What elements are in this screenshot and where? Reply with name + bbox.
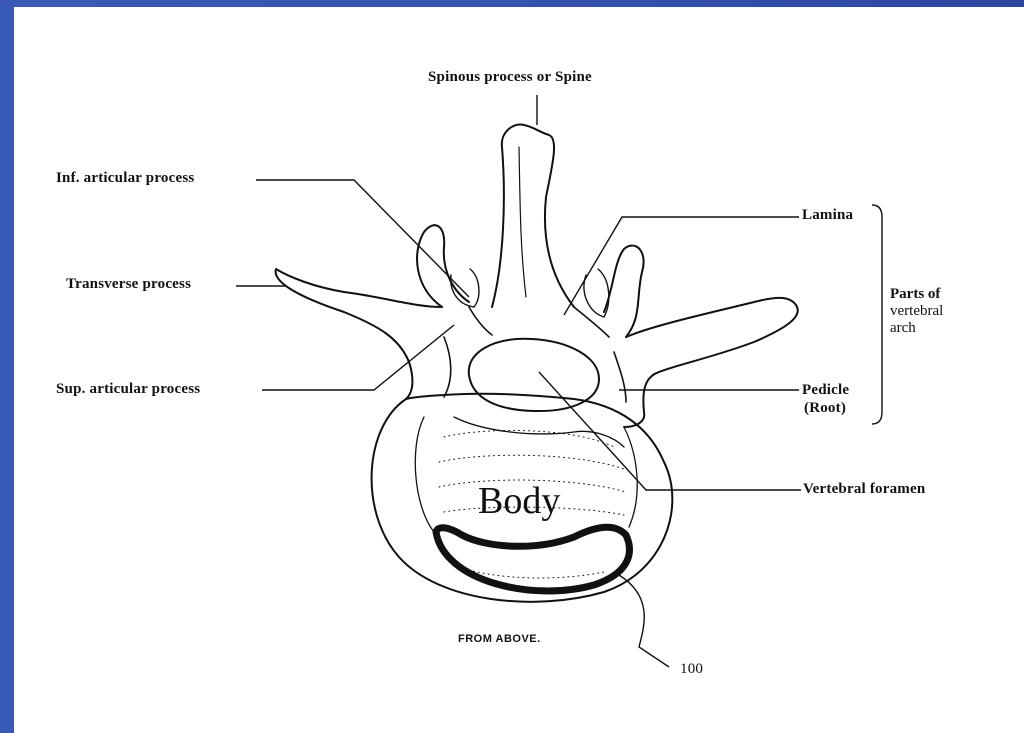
leader-inf-articular bbox=[256, 180, 469, 297]
leader-sup-articular bbox=[262, 325, 454, 390]
label-transverse-process: Transverse process bbox=[66, 276, 191, 293]
spinous-process-outline bbox=[492, 124, 574, 307]
right-transverse-outline bbox=[624, 298, 798, 427]
label-parts-of-arch-1: Parts of bbox=[890, 286, 940, 303]
label-vertebral-foramen: Vertebral foramen bbox=[803, 481, 925, 498]
right-pedicle-outline bbox=[614, 352, 626, 402]
right-inf-articular-outline bbox=[604, 246, 644, 337]
annulus-dark-band bbox=[436, 527, 629, 591]
label-lamina: Lamina bbox=[802, 207, 853, 224]
figure-panel: Spinous process or Spine Inf. articular … bbox=[14, 7, 1024, 733]
label-pedicle: Pedicle bbox=[802, 382, 849, 399]
spinous-process-ridge bbox=[519, 147, 526, 297]
left-lamina-outline bbox=[469, 307, 492, 335]
left-inf-articular-outline bbox=[417, 225, 469, 307]
label-root: (Root) bbox=[804, 400, 846, 417]
caption-from-above: FROM ABOVE. bbox=[458, 633, 541, 645]
left-pedicle-outline bbox=[444, 337, 451, 397]
label-parts-of-arch-3: arch bbox=[890, 320, 916, 337]
left-transverse-outline bbox=[276, 269, 442, 399]
vertebra-drawing bbox=[14, 7, 1024, 733]
label-spinous-process: Spinous process or Spine bbox=[428, 69, 592, 86]
label-body: Body bbox=[478, 479, 560, 523]
label-parts-of-arch-2: vertebral bbox=[890, 303, 943, 320]
figure-number: 100 bbox=[680, 661, 703, 678]
label-inf-articular-process: Inf. articular process bbox=[56, 170, 194, 187]
leader-figure-number bbox=[619, 575, 669, 667]
label-sup-articular-process: Sup. articular process bbox=[56, 381, 200, 398]
parts-bracket bbox=[872, 205, 882, 424]
